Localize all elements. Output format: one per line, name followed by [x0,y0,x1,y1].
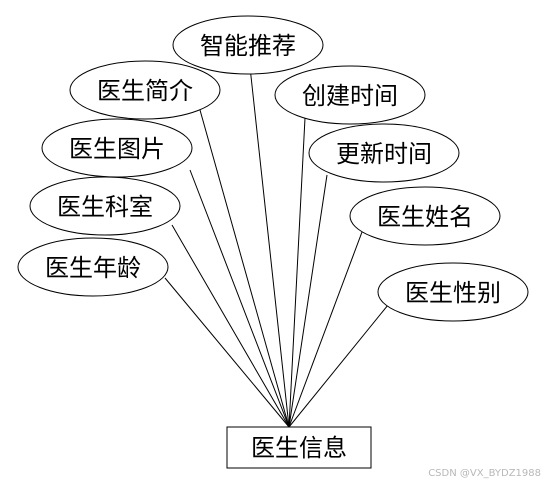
connector-lines [164,66,389,428]
attribute-doctor-gender: 医生性别 [377,262,529,322]
attribute-label: 医生科室 [57,193,153,221]
attribute-doctor-name: 医生姓名 [349,186,501,246]
attribute-ellipses: 智能推荐 医生简介 创建时间 医生图片 更新时间 医生科室 医生姓名 医生年龄 [17,15,529,322]
edge-smart-recommend [249,66,290,428]
attribute-label: 医生性别 [405,279,501,307]
edge-doctor-age [164,277,290,428]
watermark-text: CSDN @VX_BYDZ1988 [428,468,541,479]
attribute-label: 更新时间 [336,140,432,168]
attribute-label: 医生简介 [97,77,193,105]
edge-doctor-image [189,169,290,428]
attribute-label: 智能推荐 [200,32,296,60]
attribute-doctor-department: 医生科室 [29,176,181,236]
attribute-doctor-intro: 医生简介 [69,60,221,120]
attribute-smart-recommend: 智能推荐 [172,15,324,75]
edge-doctor-department [171,224,290,428]
attribute-label: 医生图片 [69,135,165,163]
edge-create-time [288,117,306,428]
attribute-label: 医生姓名 [377,203,473,231]
edge-doctor-name [288,231,363,428]
edge-doctor-intro [199,109,290,428]
edge-update-time [288,174,328,428]
edge-doctor-gender [288,304,389,428]
attribute-label: 医生年龄 [45,254,141,282]
attribute-create-time: 创建时间 [274,65,426,125]
attribute-doctor-age: 医生年龄 [17,237,169,297]
attribute-doctor-image: 医生图片 [41,118,193,178]
attribute-label: 创建时间 [302,82,398,110]
attribute-update-time: 更新时间 [308,123,460,183]
entity-label: 医生信息 [251,434,347,462]
entity-box: 医生信息 [226,426,372,469]
